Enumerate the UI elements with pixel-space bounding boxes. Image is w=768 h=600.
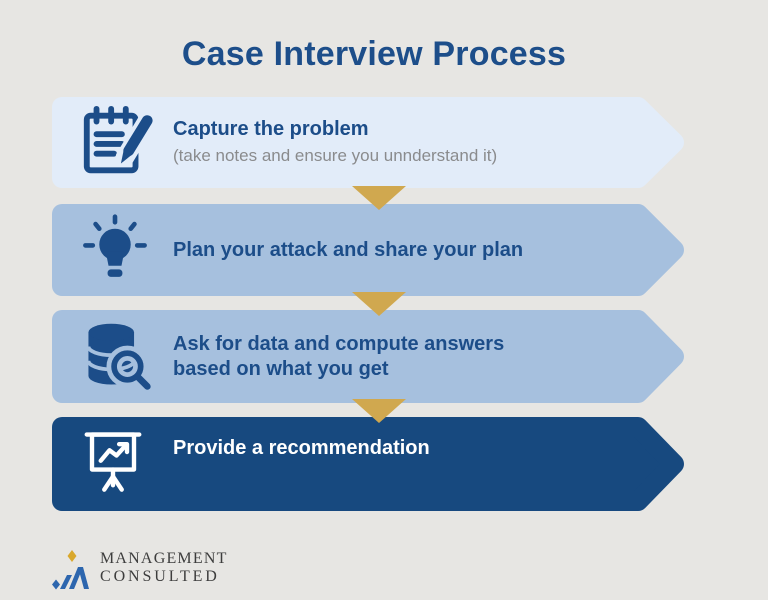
- step-heading: Ask for data and compute answers: [173, 332, 505, 355]
- logo-text-line1: MANAGEMENT: [100, 550, 228, 567]
- down-arrow: [352, 399, 406, 423]
- step-heading: Provide a recommendation: [173, 436, 430, 459]
- logo-mark-icon: [52, 550, 89, 590]
- step-heading-line2: based on what you get: [173, 357, 389, 380]
- step-subheading: (take notes and ensure you unnderstand i…: [173, 146, 498, 165]
- banner-arrow-shape: [52, 310, 684, 403]
- step-heading: Plan your attack and share your plan: [173, 238, 524, 261]
- notepad-pencil-icon: [78, 104, 173, 182]
- banner-arrow-shape: [52, 204, 684, 296]
- step-banner-capture: Capture the problem (take notes and ensu…: [52, 97, 684, 188]
- presentation-chart-icon: [78, 424, 173, 494]
- page-title: Case Interview Process: [181, 35, 567, 73]
- step-banner-plan: Plan your attack and share your plan: [52, 204, 684, 296]
- database-search-icon: [78, 319, 173, 395]
- down-arrow: [352, 292, 406, 316]
- step-banner-recommendation: Provide a recommendation: [52, 417, 684, 511]
- down-arrow: [352, 186, 406, 210]
- banner-arrow-shape: [52, 417, 684, 511]
- logo-text-line2: CONSULTED: [100, 568, 220, 585]
- step-heading: Capture the problem: [173, 118, 369, 140]
- lightbulb-icon: [78, 213, 173, 287]
- step-banner-data: Ask for data and compute answers based o…: [52, 310, 684, 403]
- banner-arrow-shape: [52, 97, 684, 188]
- management-consulted-logo: MANAGEMENT CONSULTED: [52, 546, 228, 590]
